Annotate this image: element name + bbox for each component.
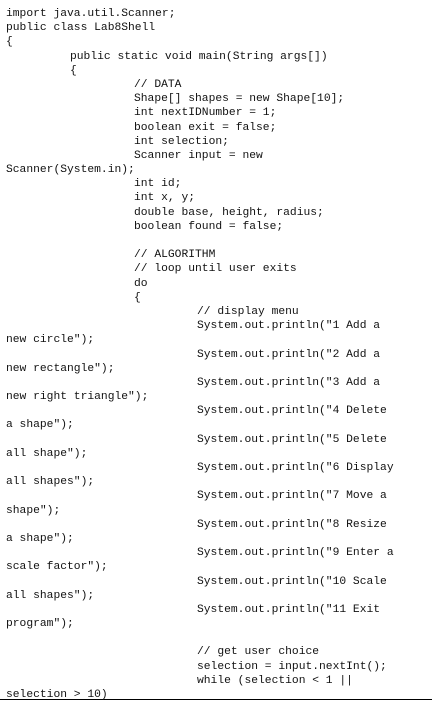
code-line-text: // get user choice	[197, 646, 320, 659]
code-line: // display menu	[0, 305, 432, 319]
code-line: int x, y;	[0, 191, 432, 205]
code-line: System.out.println("2 Add a	[0, 348, 432, 362]
code-line-text: System.out.println("7 Move a	[197, 490, 387, 503]
code-line-text: int x, y;	[134, 192, 196, 205]
code-line-text: System.out.println("11 Exit	[197, 603, 381, 616]
code-line-text: boolean exit = false;	[134, 121, 277, 134]
code-line: scale factor");	[0, 560, 432, 574]
code-line-text: int nextIDNumber = 1;	[134, 107, 277, 120]
code-line-text: // DATA	[134, 78, 182, 91]
code-line-text: all shapes");	[6, 476, 95, 489]
code-line-text: new circle");	[6, 334, 95, 347]
code-line: Scanner input = new	[0, 149, 432, 163]
code-line: int id;	[0, 177, 432, 191]
code-line: do	[0, 277, 432, 291]
code-line-text: System.out.println("10 Scale	[197, 575, 387, 588]
code-line-text: new right triangle");	[6, 391, 149, 404]
code-line-text: import java.util.Scanner;	[6, 8, 176, 20]
code-line: while (selection < 1 ||	[0, 674, 432, 688]
code-line-text: System.out.println("9 Enter a	[197, 547, 394, 560]
code-line-text: System.out.println("3 Add a	[197, 376, 381, 389]
code-line: boolean found = false;	[0, 220, 432, 234]
code-line-text: System.out.println("4 Delete	[197, 405, 387, 418]
code-line: all shape");	[0, 447, 432, 461]
code-line-text: System.out.println("5 Delete	[197, 433, 387, 446]
code-line: System.out.println("5 Delete	[0, 433, 432, 447]
code-line-text: while (selection < 1 ||	[197, 674, 353, 687]
code-line: int selection;	[0, 135, 432, 149]
code-line: new right triangle");	[0, 390, 432, 404]
code-line: new rectangle");	[0, 362, 432, 376]
code-line-text: public static void main(String args[])	[70, 50, 328, 63]
code-line-text: all shapes");	[6, 589, 95, 602]
code-line-text: selection > 10)	[6, 689, 108, 701]
code-line-text: int id;	[134, 178, 182, 191]
code-line-text: // ALGORITHM	[134, 249, 216, 262]
code-line-text: {	[6, 36, 13, 49]
code-line-text: public class Lab8Shell	[6, 22, 156, 35]
code-line: a shape");	[0, 418, 432, 432]
code-line-text: shape");	[6, 504, 61, 517]
code-line-text: System.out.println("6 Display	[197, 462, 394, 474]
code-line: shape");	[0, 504, 432, 518]
code-line: System.out.println("3 Add a	[0, 376, 432, 390]
code-line-text: selection = input.nextInt();	[197, 660, 387, 673]
code-line: program");	[0, 617, 432, 631]
code-line-text: System.out.println("1 Add a	[197, 320, 381, 333]
code-line-text: Scanner input = new	[134, 149, 263, 162]
code-line-text: // display menu	[197, 305, 299, 318]
code-line	[0, 631, 432, 645]
code-line: System.out.println("1 Add a	[0, 319, 432, 333]
code-line-text: int selection;	[134, 135, 229, 148]
code-line: System.out.println("7 Move a	[0, 489, 432, 503]
code-line: System.out.println("4 Delete	[0, 404, 432, 418]
code-line: System.out.println("8 Resize	[0, 518, 432, 532]
code-line: {	[0, 64, 432, 78]
code-line: selection > 10)	[0, 688, 432, 702]
code-line: System.out.println("11 Exit	[0, 603, 432, 617]
code-line-text: System.out.println("8 Resize	[197, 518, 387, 531]
code-line: public static void main(String args[])	[0, 50, 432, 64]
code-line: double base, height, radius;	[0, 206, 432, 220]
code-line: System.out.println("6 Display	[0, 461, 432, 475]
code-line: Scanner(System.in);	[0, 163, 432, 177]
code-line: {	[0, 291, 432, 305]
code-line	[0, 234, 432, 248]
code-line: // ALGORITHM	[0, 248, 432, 262]
code-line: int nextIDNumber = 1;	[0, 106, 432, 120]
code-line-text: a shape");	[6, 419, 74, 432]
code-line-text: all shape");	[6, 447, 88, 460]
code-line: System.out.println("9 Enter a	[0, 546, 432, 560]
code-line-text: new rectangle");	[6, 362, 115, 375]
code-line: boolean exit = false;	[0, 121, 432, 135]
code-line-text: program");	[6, 618, 74, 631]
code-line-text: Shape[] shapes = new Shape[10];	[134, 93, 345, 106]
code-line-text: a shape");	[6, 532, 74, 545]
code-line: new circle");	[0, 333, 432, 347]
code-line: a shape");	[0, 532, 432, 546]
code-line-text: {	[70, 64, 77, 77]
code-line-text: // loop until user exits	[134, 263, 297, 276]
code-line: System.out.println("10 Scale	[0, 575, 432, 589]
code-line-text: {	[134, 291, 141, 304]
code-line: all shapes");	[0, 589, 432, 603]
code-line: selection = input.nextInt();	[0, 660, 432, 674]
code-line-text: System.out.println("2 Add a	[197, 348, 381, 361]
code-line: // get user choice	[0, 645, 432, 659]
code-line: // loop until user exits	[0, 262, 432, 276]
code-line: import java.util.Scanner;	[0, 7, 432, 21]
code-line: // DATA	[0, 78, 432, 92]
code-line-text: do	[134, 277, 148, 290]
code-line-text: scale factor");	[6, 561, 108, 574]
code-line-text: boolean found = false;	[134, 220, 284, 233]
code-line: all shapes");	[0, 475, 432, 489]
code-line: Shape[] shapes = new Shape[10];	[0, 92, 432, 106]
code-line-text: Scanner(System.in);	[6, 164, 135, 177]
code-line-text: double base, height, radius;	[134, 206, 324, 219]
code-line: public class Lab8Shell	[0, 21, 432, 35]
code-line: {	[0, 35, 432, 49]
